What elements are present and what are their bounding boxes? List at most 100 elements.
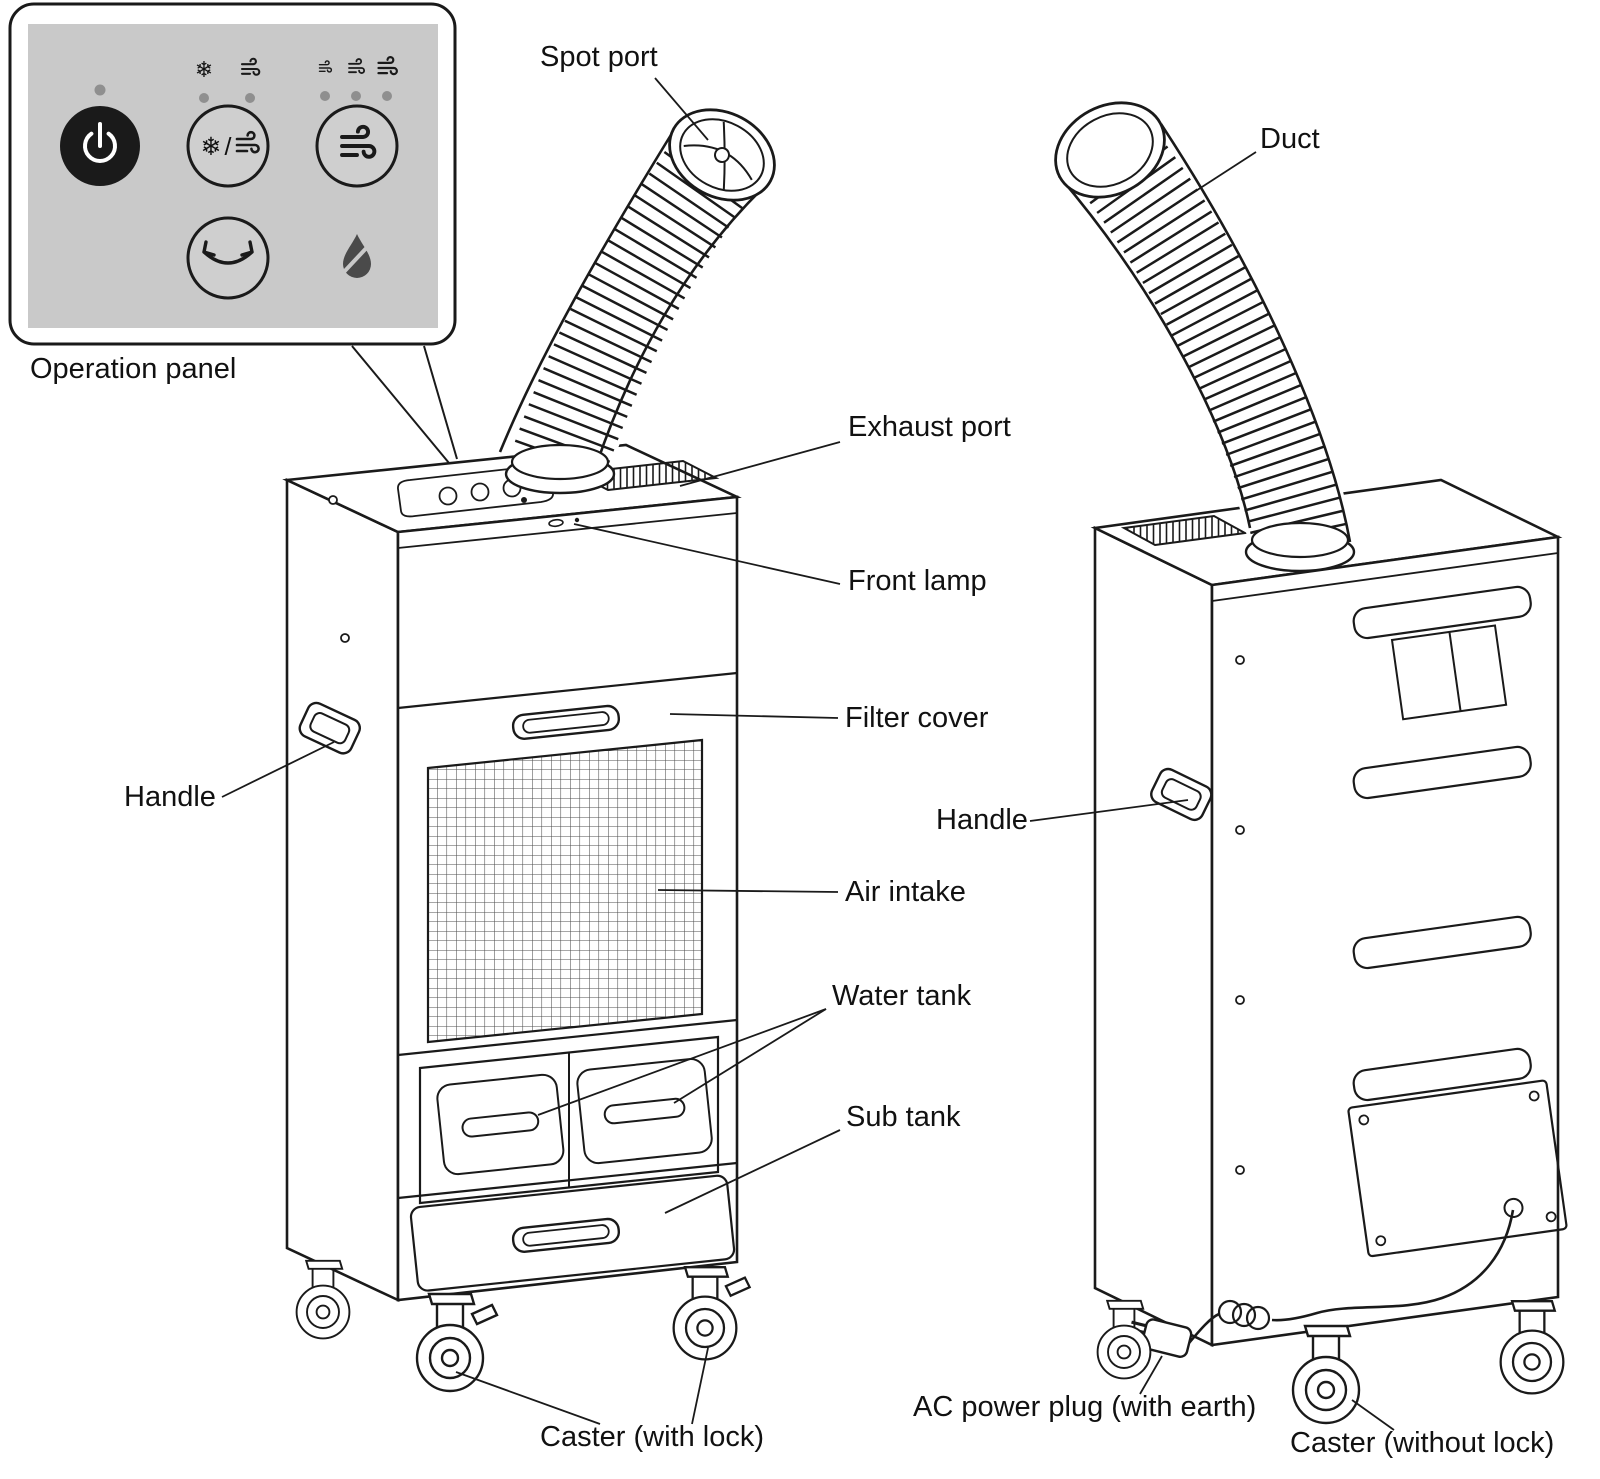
duct-ribs: [514, 125, 761, 475]
mode-separator: /: [225, 133, 232, 161]
left-face: [285, 477, 400, 1303]
leader-water-tank-left: [537, 1008, 827, 1116]
label-water-tank: Water tank: [832, 980, 972, 1012]
screw: [1545, 1211, 1557, 1223]
leader-spot-port: [654, 77, 709, 141]
screw: [1375, 1235, 1387, 1247]
inset-connector-lines: [351, 345, 458, 464]
fan-speed-led-3: [382, 91, 392, 101]
label-sub-tank: Sub tank: [846, 1101, 961, 1133]
top-rim-line: [1211, 552, 1559, 602]
duct-body: [1068, 117, 1351, 547]
top-rim-line: [397, 512, 738, 549]
cord-line: [1271, 1209, 1515, 1322]
rear-vent-slot-3: [1352, 1047, 1532, 1102]
duct-opening: [1054, 101, 1166, 199]
labels: Operation panel Spot port Exhaust port F…: [30, 41, 1554, 1459]
leader-sub-tank: [664, 1129, 841, 1214]
label-handle-rear: Handle: [936, 804, 1028, 836]
mode-button: ❄ /: [186, 104, 270, 188]
caster-without-lock-right: [1499, 1300, 1565, 1395]
sub-tank-drawer: [409, 1174, 736, 1292]
label-caster-without-lock: Caster (without lock): [1290, 1427, 1554, 1459]
rating-plate: [1390, 624, 1508, 721]
spot-port-opening: [668, 108, 776, 202]
top-vent-grille: [1120, 514, 1249, 547]
caster-without-lock-left: [1291, 1324, 1361, 1425]
leader-caster-lock-left: [455, 1371, 601, 1425]
front-unit: [282, 443, 742, 1303]
label-front-lamp: Front lamp: [848, 565, 987, 597]
air-intake-mesh: [426, 738, 704, 1044]
cord-grommet: [1503, 1197, 1524, 1218]
spot-duct: [498, 108, 776, 495]
label-caster-with-lock: Caster (with lock): [540, 1421, 764, 1453]
leader-lines: [221, 77, 1395, 1431]
rear-duct: [1054, 101, 1356, 573]
fan-speed-led-1: [320, 91, 330, 101]
filter-cover-bottom-edge: [397, 1018, 738, 1057]
label-exhaust-port: Exhaust port: [848, 411, 1011, 443]
leader-handle-front: [221, 741, 335, 798]
screw: [1528, 1090, 1540, 1102]
screw: [1235, 1165, 1245, 1175]
drop-slash: [340, 240, 374, 276]
leader-water-tank-right: [673, 1008, 827, 1104]
fan-speed-button: [315, 104, 399, 188]
swing-button: [186, 216, 270, 300]
label-operation-panel: Operation panel: [30, 353, 236, 385]
cord-coil: [1217, 1299, 1243, 1325]
duct-base-collar: [510, 443, 610, 481]
label-filter-cover: Filter cover: [845, 702, 989, 734]
leader-caster-no-lock: [1351, 1399, 1395, 1431]
screw: [340, 633, 350, 643]
duct-edge-right: [594, 180, 771, 467]
leader-duct: [1153, 151, 1257, 219]
rear-vent-slot-1: [1352, 745, 1532, 800]
cool-mode-led: [199, 93, 209, 103]
leader-front-lamp: [573, 523, 841, 585]
cord-coil: [1245, 1305, 1271, 1331]
label-air-intake: Air intake: [845, 876, 966, 908]
cord-line: [1188, 1312, 1220, 1344]
water-tank-left: [436, 1073, 565, 1176]
screw: [1235, 825, 1245, 835]
sub-tank-top-edge: [397, 1161, 738, 1200]
water-tank-right: [576, 1058, 713, 1165]
left-face: [1093, 525, 1214, 1348]
power-icon: [83, 122, 117, 163]
swing-arrow-icon: [202, 240, 254, 265]
rear-vent-slot-2: [1352, 915, 1532, 970]
label-spot-port: Spot port: [540, 41, 658, 73]
rear-face: [1210, 535, 1560, 1347]
plug-body: [1141, 1318, 1193, 1358]
cord-coil: [1231, 1302, 1257, 1328]
leader-ac-plug: [1139, 1355, 1163, 1395]
label-handle-front: Handle: [124, 781, 216, 813]
power-led: [94, 84, 106, 96]
duct-edge-left: [1058, 175, 1252, 529]
water-full-indicator: [340, 234, 374, 278]
fan-speed-led-2: [351, 91, 361, 101]
leader-air-intake: [657, 889, 839, 893]
label-ac-power-plug: AC power plug (with earth): [913, 1391, 1256, 1423]
rear-unit: [1090, 478, 1568, 1348]
leader-caster-lock-right: [691, 1347, 709, 1425]
duct-base-collar: [1250, 521, 1350, 559]
rear-vent-slot-top: [1352, 585, 1532, 640]
screw: [1235, 995, 1245, 1005]
caster-with-lock-left: [417, 1294, 497, 1391]
label-duct: Duct: [1260, 123, 1320, 155]
power-button: [60, 106, 140, 186]
screw: [1358, 1114, 1370, 1126]
filter-cover-top-edge: [397, 671, 738, 710]
leader-filter-cover: [669, 713, 839, 719]
front-lamp: [548, 517, 580, 528]
snowflake-icon: ❄: [195, 57, 213, 82]
duct-edge-left: [498, 129, 676, 453]
screw: [1235, 655, 1245, 665]
rear-bottom-panel: [1347, 1079, 1568, 1258]
fan-mode-led: [245, 93, 255, 103]
operation-panel-inset: ❄ ❄ /: [8, 2, 457, 346]
